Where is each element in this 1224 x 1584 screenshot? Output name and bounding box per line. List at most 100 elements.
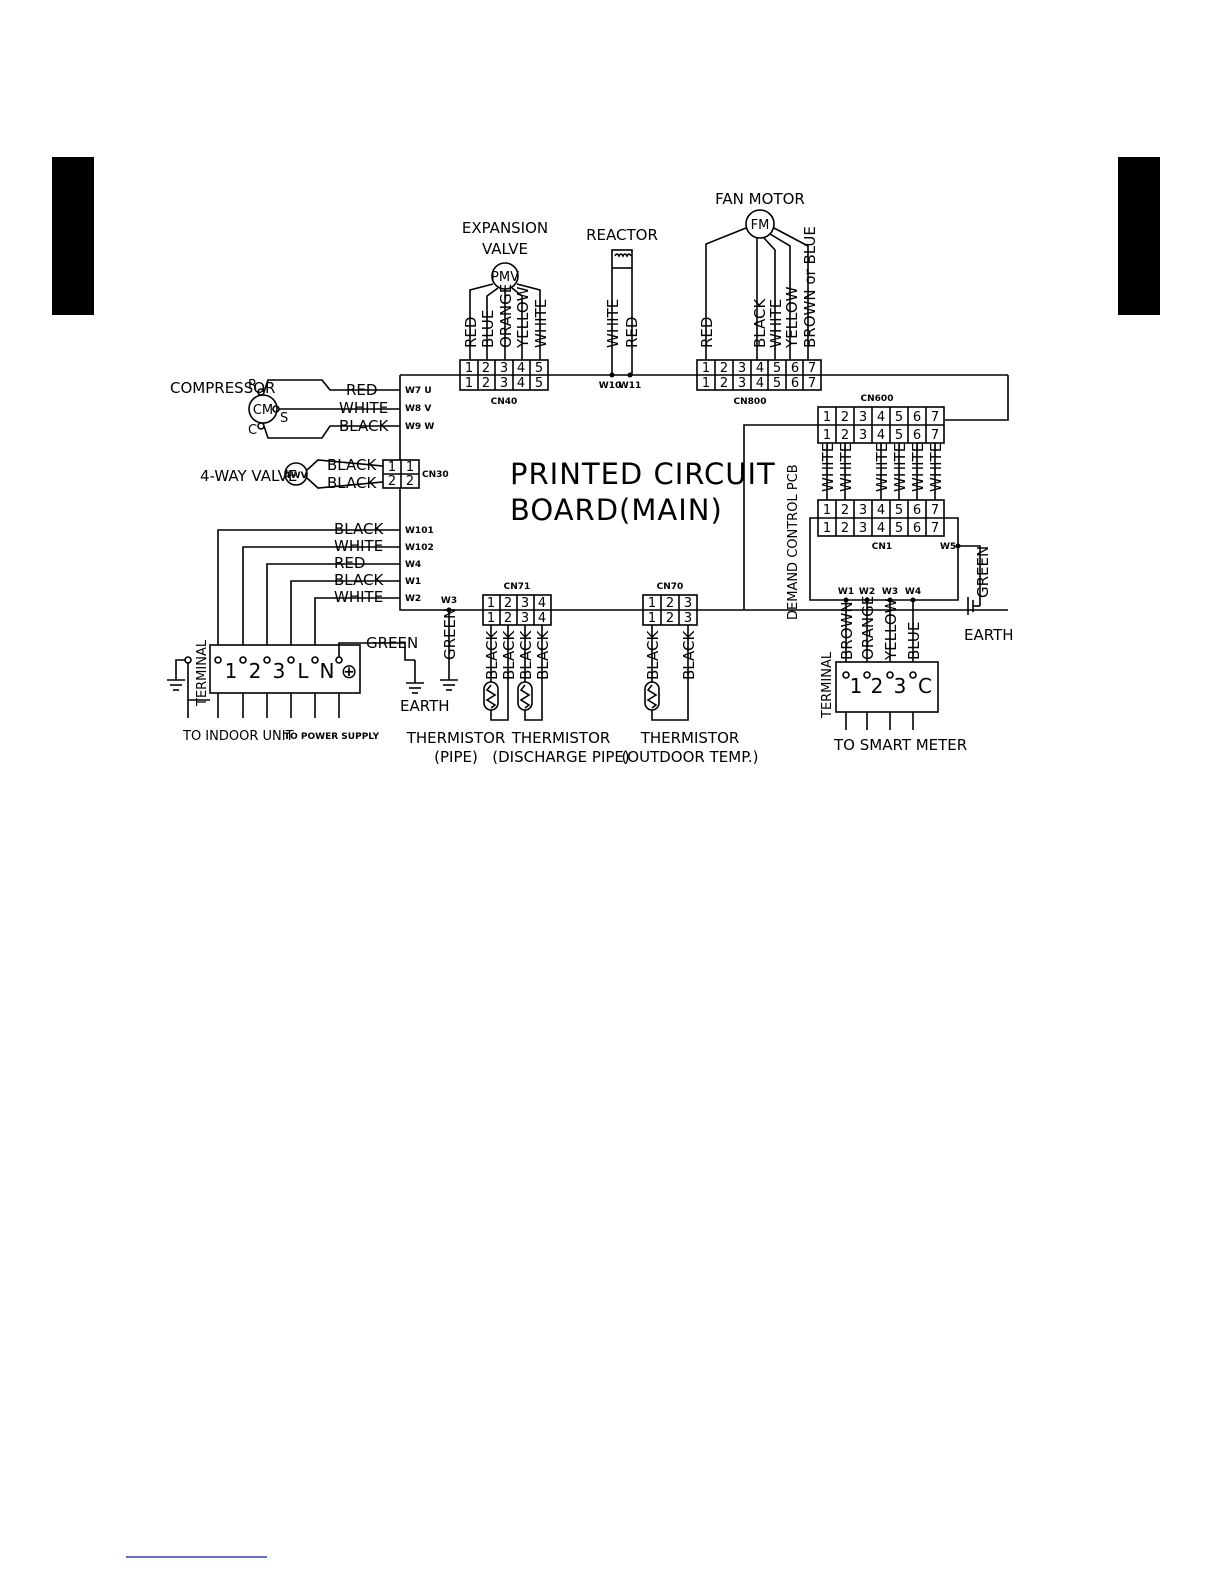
- svg-text:1: 1: [465, 376, 473, 391]
- svg-text:6: 6: [913, 410, 921, 425]
- svg-text:1: 1: [648, 611, 656, 626]
- svg-text:3: 3: [859, 410, 867, 425]
- svg-text:1: 1: [487, 596, 495, 611]
- comp-wire-black: BLACK: [339, 417, 389, 435]
- svg-text:WHITE: WHITE: [334, 537, 383, 555]
- svg-text:1: 1: [823, 521, 831, 536]
- svg-text:BLACK: BLACK: [327, 474, 377, 492]
- svg-text:1: 1: [406, 460, 414, 475]
- svg-text:5: 5: [773, 361, 781, 376]
- thermistor-discharge-line2: (DISCHARGE PIPE): [492, 748, 630, 766]
- svg-text:BLACK: BLACK: [327, 456, 377, 474]
- svg-text:1: 1: [702, 361, 710, 376]
- svg-text:4: 4: [517, 361, 525, 376]
- svg-text:2: 2: [871, 674, 884, 698]
- svg-text:R: R: [248, 378, 257, 393]
- svg-text:1: 1: [225, 659, 238, 683]
- svg-text:2: 2: [249, 659, 262, 683]
- cn40-connector: 1 2 3 4 5 1 2 3 4 5 CN40: [459, 359, 549, 407]
- svg-text:7: 7: [931, 521, 939, 536]
- svg-text:3: 3: [684, 596, 692, 611]
- svg-text:4: 4: [517, 376, 525, 391]
- fan-wire-1: RED: [698, 317, 716, 348]
- svg-text:CN71: CN71: [504, 582, 531, 592]
- svg-text:BLUE: BLUE: [905, 622, 923, 660]
- svg-text:WHITE: WHITE: [819, 443, 837, 492]
- reactor-wire-2: RED: [623, 317, 641, 348]
- pmv-title2: VALVE: [482, 240, 528, 258]
- svg-text:5: 5: [895, 410, 903, 425]
- svg-text:4: 4: [877, 521, 885, 536]
- pmv-wire-4: YELLOW: [514, 286, 532, 349]
- svg-text:BLACK: BLACK: [680, 630, 698, 680]
- fan-wire-2: BLACK: [751, 298, 769, 348]
- comp-wire-white: WHITE: [339, 399, 388, 417]
- svg-text:2: 2: [720, 376, 728, 391]
- svg-text:1: 1: [487, 611, 495, 626]
- left-side-tab: [52, 157, 94, 315]
- svg-text:2: 2: [482, 361, 490, 376]
- thermistor-discharge-line1: THERMISTOR: [511, 729, 611, 747]
- svg-text:BLACK: BLACK: [500, 630, 518, 680]
- svg-text:7: 7: [808, 361, 816, 376]
- compressor-symbol: CM: [253, 403, 273, 418]
- svg-text:2: 2: [841, 428, 849, 443]
- svg-text:EARTH: EARTH: [400, 697, 450, 715]
- svg-text:3: 3: [521, 611, 529, 626]
- right-side-tab: [1118, 157, 1160, 315]
- fan-title: FAN MOTOR: [715, 190, 805, 208]
- svg-text:RED: RED: [334, 554, 365, 572]
- to-smart-meter-label: TO SMART METER: [833, 736, 967, 754]
- comp-wire-red: RED: [346, 381, 377, 399]
- svg-text:BLACK: BLACK: [334, 520, 384, 538]
- svg-text:2: 2: [841, 503, 849, 518]
- supply-terminal-group: BLACK WHITE RED BLACK WHITE W101 W102 W4…: [167, 520, 450, 744]
- svg-text:7: 7: [931, 428, 939, 443]
- svg-text:3: 3: [859, 428, 867, 443]
- compressor-group: COMPRESSOR R S C CM RED WHITE BLACK W7 U…: [170, 378, 434, 439]
- pmv-wire-1: RED: [462, 317, 480, 348]
- svg-text:6: 6: [791, 361, 799, 376]
- svg-text:GREEN: GREEN: [441, 608, 459, 660]
- svg-text:W3: W3: [441, 596, 457, 606]
- svg-text:CN600: CN600: [861, 394, 894, 404]
- svg-text:6: 6: [913, 503, 921, 518]
- meter-terminal-block: [835, 661, 939, 713]
- svg-text:W2: W2: [405, 594, 421, 604]
- svg-text:5: 5: [895, 428, 903, 443]
- svg-text:W1: W1: [405, 577, 421, 587]
- svg-text:2: 2: [841, 410, 849, 425]
- svg-text:4: 4: [877, 410, 885, 425]
- svg-text:W1: W1: [838, 587, 854, 597]
- svg-text:1: 1: [823, 428, 831, 443]
- cn70-group: 1 2 3 1 2 3 CN70 BLACK BLACK THERMISTOR …: [621, 582, 758, 766]
- svg-text:W9 W: W9 W: [405, 422, 434, 432]
- svg-text:1: 1: [702, 376, 710, 391]
- svg-text:BROWN: BROWN: [838, 601, 856, 660]
- svg-text:2: 2: [666, 611, 674, 626]
- svg-text:2: 2: [504, 596, 512, 611]
- to-indoor-label: TO INDOOR UNIT: [182, 729, 294, 744]
- svg-text:3: 3: [500, 376, 508, 391]
- svg-text:CN70: CN70: [657, 582, 684, 592]
- svg-text:5: 5: [895, 503, 903, 518]
- pmv-wire-2: BLUE: [479, 310, 497, 348]
- svg-text:W8 V: W8 V: [405, 404, 431, 414]
- svg-text:CN1: CN1: [872, 542, 892, 552]
- svg-text:2: 2: [504, 611, 512, 626]
- svg-text:3: 3: [859, 521, 867, 536]
- svg-text:S: S: [280, 411, 288, 426]
- board-title-line2: BOARD(MAIN): [510, 493, 723, 527]
- reactor-title: REACTOR: [586, 226, 658, 244]
- svg-text:4: 4: [538, 596, 546, 611]
- svg-text:GREEN: GREEN: [366, 634, 418, 652]
- supply-terminal-block: [209, 644, 361, 694]
- svg-text:2: 2: [841, 521, 849, 536]
- svg-text:4: 4: [877, 428, 885, 443]
- cn71-group: W3 GREEN 1 2 3 4 1 2 3 4 CN71 BLACK BLAC…: [406, 582, 630, 766]
- svg-text:1: 1: [823, 410, 831, 425]
- svg-text:W11: W11: [619, 381, 641, 391]
- demand-control-group: CN600 1 2 3 4 5 6 7 1 2 3 4 5 6 7 WHITE …: [786, 394, 1014, 754]
- svg-text:3: 3: [859, 503, 867, 518]
- svg-text:5: 5: [535, 376, 543, 391]
